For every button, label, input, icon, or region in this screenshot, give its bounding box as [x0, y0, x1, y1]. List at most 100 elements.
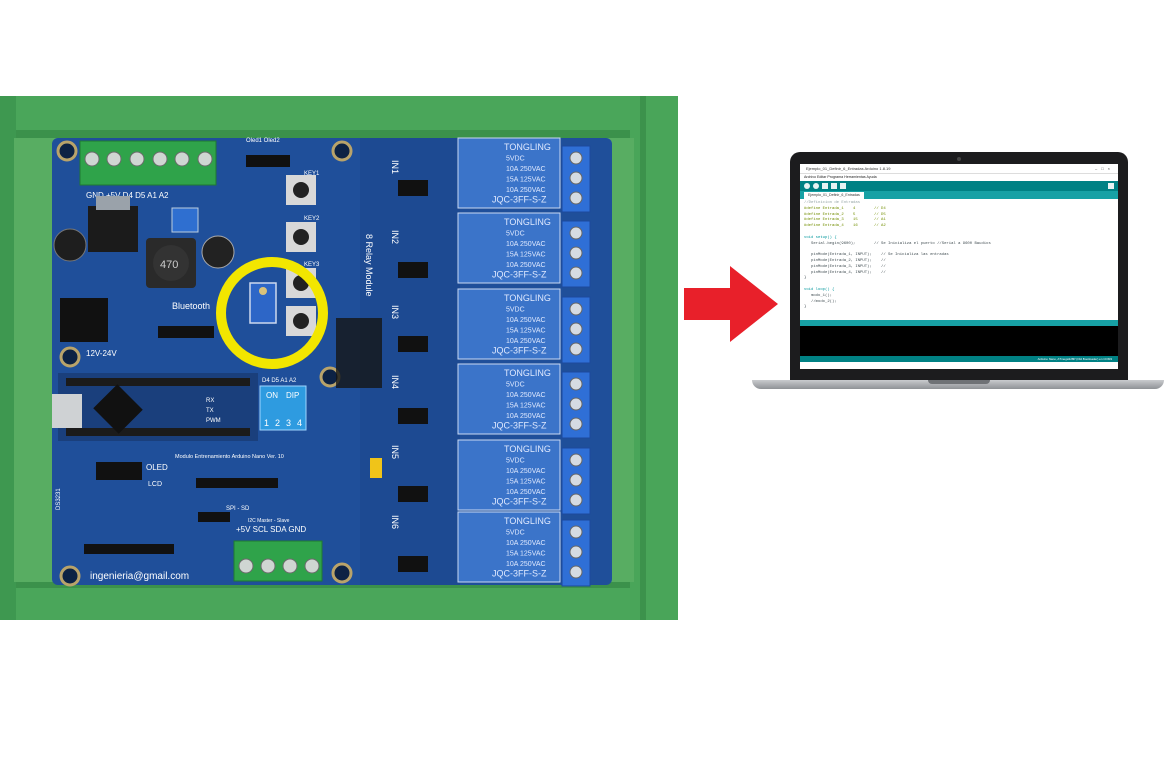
svg-text:4: 4 [297, 418, 302, 428]
svg-text:3: 3 [286, 418, 291, 428]
dc-power-jack [60, 298, 108, 342]
code-line: void loop() { [804, 287, 835, 292]
console [800, 326, 1118, 356]
relay-rating: 10A 250VAC [506, 338, 546, 345]
board-status: Arduino Nano, ATmega328P (Old Bootloader… [1037, 357, 1112, 361]
window-title: Ejemplo_01_Definir_6_Entradas Arduino 1.… [806, 166, 891, 171]
relay-brand: TONGLING [504, 368, 551, 378]
svg-text:DS3231: DS3231 [56, 488, 62, 510]
svg-text:ingenieria@gmail.com: ingenieria@gmail.com [90, 571, 189, 582]
svg-text:IN2: IN2 [390, 230, 400, 244]
oled-header-label: Oled1 Oled2 [246, 138, 280, 144]
svg-text:IN5: IN5 [390, 445, 400, 459]
window-title-bar: Ejemplo_01_Definir_6_Entradas Arduino 1.… [800, 164, 1118, 174]
relay-rating: 5VDC [506, 307, 525, 314]
relay-model: JQC-3FF-S-Z [492, 497, 547, 507]
svg-text:TX: TX [206, 408, 214, 414]
relay-rating: 5VDC [506, 231, 525, 238]
relay-model: JQC-3FF-S-Z [492, 346, 547, 356]
code-editor[interactable]: //Definicion de Entradas #define Entrada_… [800, 199, 1118, 320]
verify-button[interactable] [804, 183, 810, 189]
code-line: pinMode(Entrada_2, INPUT); // [804, 258, 886, 263]
svg-text:SPI - SD: SPI - SD [226, 506, 250, 512]
relay-rating: 10A 250VAC [506, 413, 546, 420]
relay-brand: TONGLING [504, 293, 551, 303]
relay-rating: 10A 250VAC [506, 317, 546, 324]
svg-text:IN4: IN4 [390, 375, 400, 389]
relay-side-labels: IN1 IN2 IN3 IN4 IN5 IN6 [390, 160, 400, 529]
code-line: #define Entrada_3 15 // A1 [804, 218, 886, 223]
arduino-ide-window: Ejemplo_01_Definir_6_Entradas Arduino 1.… [800, 164, 1118, 369]
relay-rating: 15A 125VAC [506, 551, 546, 558]
code-line: pinMode(Entrada_3, INPUT); // [804, 264, 886, 269]
code-line: void setup() { [804, 235, 837, 240]
svg-text:12V-24V: 12V-24V [86, 349, 117, 358]
window-controls[interactable]: –□× [1095, 166, 1114, 171]
relay-rating: 10A 250VAC [506, 540, 546, 547]
svg-text:D4 D5 A1 A2: D4 D5 A1 A2 [262, 378, 297, 384]
svg-text:I2C Master - Slave: I2C Master - Slave [248, 518, 290, 524]
relay: TONGLING 5VDC 10A 250VAC 15A 125VAC 10A 250V… [457, 511, 591, 587]
svg-text:IN3: IN3 [390, 305, 400, 319]
relay-rating: 10A 250VAC [506, 187, 546, 194]
svg-text:KEY1: KEY1 [304, 171, 320, 177]
red-arrow [684, 266, 778, 342]
relay-rating: 15A 125VAC [506, 479, 546, 486]
relay-rating: 15A 125VAC [506, 328, 546, 335]
toolbar [800, 181, 1118, 191]
relay-rating: 10A 250VAC [506, 241, 546, 248]
code-line: //modo_2(); [804, 299, 837, 304]
relay-brand: TONGLING [504, 142, 551, 152]
relay-rating: 10A 250VAC [506, 262, 546, 269]
relay-brand: TONGLING [504, 217, 551, 227]
relay-rating: 10A 250VAC [506, 468, 546, 475]
editor-divider [800, 320, 1118, 326]
svg-text:PWM: PWM [206, 418, 221, 424]
relay: TONGLING 5VDC 10A 250VAC 15A 125VAC 10A 250V… [457, 212, 591, 288]
code-line: } [804, 276, 807, 281]
relay-rating: 5VDC [506, 530, 525, 537]
menu-bar[interactable]: Archivo Editar Programa Herramientas Ayu… [804, 175, 877, 179]
code-line: #define Entrada_2 5 // D5 [804, 212, 886, 217]
code-line: Serial.begin(9600); // Se Inicializa el … [804, 241, 991, 246]
svg-text:KEY2: KEY2 [304, 216, 320, 222]
dip-switch [259, 385, 307, 431]
relay-model: JQC-3FF-S-Z [492, 195, 547, 205]
push-buttons [286, 175, 316, 336]
relay-rating: 5VDC [506, 382, 525, 389]
trackpad-notch [928, 380, 990, 384]
svg-text:2: 2 [275, 418, 280, 428]
code-line: //Definicion de Entradas [804, 201, 861, 205]
upload-button[interactable] [813, 183, 819, 189]
relay-rating: 10A 250VAC [506, 561, 546, 568]
tab-sketch[interactable]: Ejemplo_01_Definir_6_Entradas [804, 192, 864, 199]
svg-text:DIP: DIP [286, 391, 299, 400]
code-line: #define Entrada_4 16 // A2 [804, 224, 886, 229]
usb-port [52, 394, 82, 428]
relay-brand: TONGLING [504, 516, 551, 526]
tab-bar: Ejemplo_01_Definir_6_Entradas [800, 191, 1118, 199]
code-line: modo_1(); [804, 293, 833, 298]
capacitor-2 [201, 235, 235, 269]
laptop: Ejemplo_01_Definir_6_Entradas Arduino 1.… [752, 152, 1166, 396]
status-bar: Arduino Nano, ATmega328P (Old Bootloader… [800, 356, 1118, 362]
din-rail-left [0, 96, 16, 620]
input-terminal-block [79, 140, 217, 186]
serial-monitor-button[interactable] [1108, 183, 1114, 189]
relay-rating: 5VDC [506, 156, 525, 163]
camera [957, 157, 961, 161]
svg-text:IN6: IN6 [390, 515, 400, 529]
new-button[interactable] [822, 183, 828, 189]
svg-text:LCD: LCD [148, 481, 162, 488]
save-button[interactable] [840, 183, 846, 189]
open-button[interactable] [831, 183, 837, 189]
jumper [370, 458, 382, 478]
relay-brand: TONGLING [504, 444, 551, 454]
relay-rating: 15A 125VAC [506, 252, 546, 259]
terminal-labels: GND +5V D4 D5 A1 A2 [86, 191, 169, 200]
svg-text:1: 1 [264, 418, 269, 428]
laptop-base [752, 380, 1164, 389]
relay-rating: 10A 250VAC [506, 166, 546, 173]
